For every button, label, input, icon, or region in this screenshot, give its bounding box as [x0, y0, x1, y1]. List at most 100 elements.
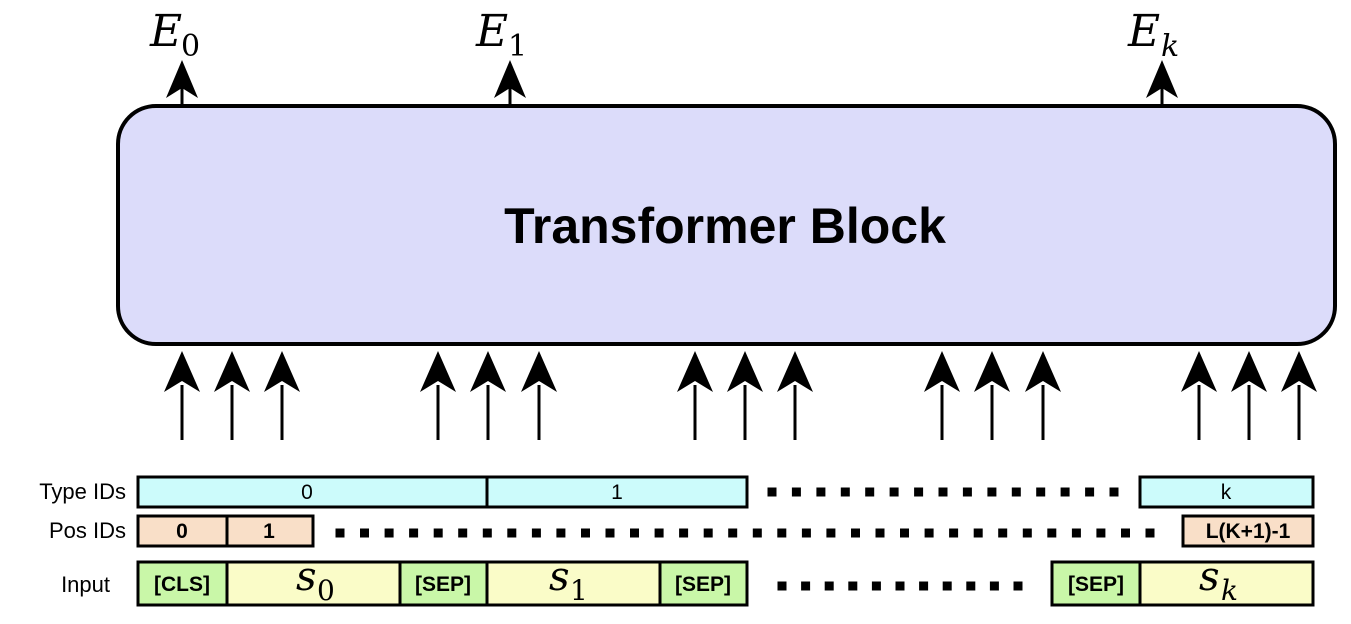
transformer-block-title: Transformer Block — [504, 198, 946, 254]
ellipsis-dot — [556, 528, 566, 538]
ellipsis-dot — [942, 581, 952, 591]
type-id-cell — [136, 475, 489, 509]
output-ek: E k — [1127, 6, 1179, 105]
ellipsis-dot — [384, 528, 394, 538]
ellipsis-dot — [938, 487, 948, 497]
token-sep-label: [SEP] — [415, 573, 471, 596]
ellipsis-dot — [791, 487, 801, 497]
ellipsis-dot — [826, 528, 836, 538]
ellipsis-dot — [1011, 487, 1021, 497]
ellipsis-dot — [1013, 581, 1023, 591]
type-id-1: 1 — [611, 481, 623, 504]
ellipsis-dot — [987, 487, 997, 497]
pos-ids-ellipsis — [335, 528, 1155, 538]
transformer-block — [116, 104, 1337, 346]
input-arrow — [264, 351, 300, 440]
segment-sk-base: s — [1199, 554, 1220, 600]
ellipsis-dot — [335, 528, 345, 538]
input-arrow — [164, 351, 200, 440]
output-ek-sub: k — [1161, 29, 1179, 64]
token-sep — [1050, 560, 1142, 607]
ellipsis-dot — [777, 528, 787, 538]
token-sep-label: [SEP] — [1068, 573, 1124, 596]
output-e1-base: E — [475, 6, 508, 57]
ellipsis-dot — [998, 528, 1008, 538]
input-arrow — [1181, 351, 1217, 440]
segment-s0 — [225, 560, 402, 607]
pos-id-last: L(K+1)-1 — [1206, 520, 1291, 543]
ellipsis-dot — [1060, 487, 1070, 497]
input-arrow — [777, 351, 813, 440]
segment-sk — [1138, 560, 1315, 607]
ellipsis-dot — [801, 581, 811, 591]
ellipsis-dot — [1121, 528, 1130, 538]
input-arrow — [974, 351, 1010, 440]
output-ek-base: E — [1127, 6, 1160, 57]
ellipsis-dot — [924, 528, 934, 538]
input-arrow — [420, 351, 456, 440]
output-e1: E 1 — [475, 6, 527, 105]
ellipsis-dot — [816, 487, 826, 497]
output-e0-base: E — [149, 6, 182, 57]
pos-id-cell — [225, 514, 315, 548]
output-e0-sub: 0 — [181, 29, 200, 64]
ellipsis-dot — [1036, 487, 1046, 497]
pos-id-cell — [1181, 514, 1315, 548]
ellipsis-dot — [973, 528, 983, 538]
ellipsis-dot — [1022, 528, 1032, 538]
ellipsis-dot — [875, 528, 885, 538]
input-arrow — [727, 351, 763, 440]
ellipsis-dot — [531, 528, 541, 538]
token-cls — [136, 560, 229, 607]
ellipsis-dot — [1085, 487, 1095, 497]
ellipsis-dot — [914, 487, 924, 497]
ellipsis-dot — [865, 487, 875, 497]
ellipsis-dot — [458, 528, 468, 538]
ellipsis-dot — [630, 528, 639, 538]
input-arrows — [164, 351, 1317, 440]
ellipsis-dot — [728, 528, 738, 538]
ellipsis-dot — [895, 581, 905, 591]
segment-sk-sub: k — [1221, 574, 1238, 607]
ellipsis-dot — [752, 528, 762, 538]
ellipsis-dot — [889, 487, 899, 497]
token-sep — [658, 560, 749, 607]
input-ellipsis — [777, 581, 1023, 591]
ellipsis-dot — [966, 581, 976, 591]
output-e1-sub: 1 — [508, 29, 527, 64]
ellipsis-dot — [777, 581, 787, 591]
input-arrow — [1231, 351, 1267, 440]
ellipsis-dot — [1047, 528, 1057, 538]
type-ids-ellipsis — [767, 487, 1119, 497]
ellipsis-dot — [654, 528, 664, 538]
ellipsis-dot — [507, 528, 517, 538]
ellipsis-dot — [1145, 528, 1155, 538]
input-arrow — [677, 351, 713, 440]
ellipsis-dot — [605, 528, 615, 538]
input-arrow — [470, 351, 506, 440]
ellipsis-dot — [962, 487, 972, 497]
ellipsis-dot — [1071, 528, 1081, 538]
ellipsis-dot — [767, 487, 777, 497]
ellipsis-dot — [703, 528, 713, 538]
ellipsis-dot — [989, 581, 999, 591]
input-label: Input — [61, 572, 110, 597]
type-id-cell — [485, 475, 749, 509]
output-e0: E 0 — [149, 6, 200, 105]
ellipsis-dot — [679, 528, 689, 538]
ellipsis-dot — [409, 528, 419, 538]
ellipsis-dot — [949, 528, 959, 538]
ellipsis-dot — [851, 528, 860, 538]
segment-s0-base: s — [296, 554, 317, 600]
segment-s0-sub: 0 — [317, 574, 335, 607]
input-arrow — [924, 351, 960, 440]
type-id-cell — [1138, 475, 1315, 509]
type-id-k: k — [1221, 481, 1232, 504]
ellipsis-dot — [824, 581, 834, 591]
type-ids-row: 0 1 k — [136, 475, 1315, 509]
ellipsis-dot — [900, 528, 909, 538]
type-id-0: 0 — [301, 481, 313, 504]
input-row: [CLS] s 0 [SEP] s 1 [SEP] [SEP] s k — [136, 554, 1315, 607]
token-sep-label: [SEP] — [675, 573, 731, 596]
